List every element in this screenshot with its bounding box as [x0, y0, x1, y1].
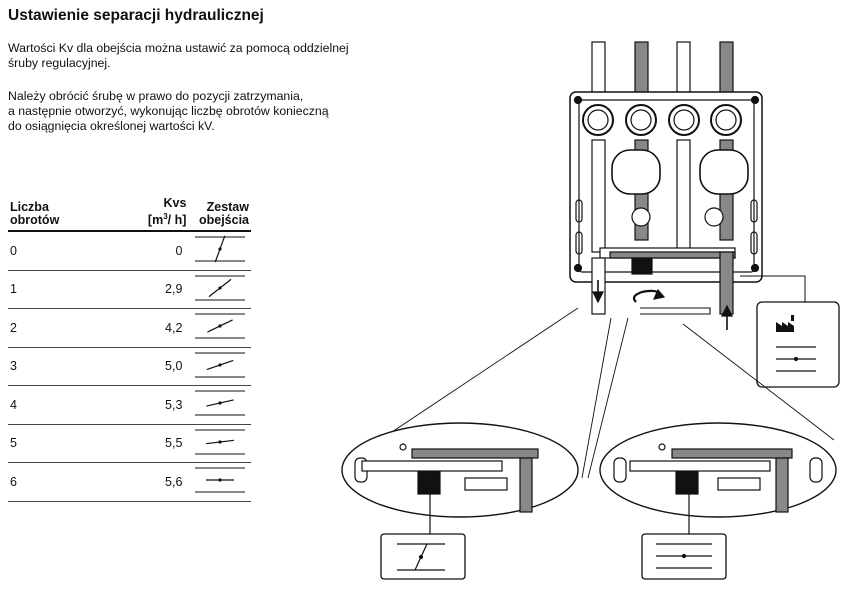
header-kvs-unit: / h] — [167, 213, 187, 228]
turns-cell: 5 — [8, 424, 96, 464]
circulation-pumps — [591, 139, 749, 253]
detail-zoom-closed — [341, 422, 579, 580]
intro-line: Wartości Kv dla obejścia można ustawić z… — [8, 41, 349, 55]
bypass-symbol-cell — [188, 347, 251, 387]
header-turns-line: obrotów — [10, 213, 60, 228]
bypass-valve-icon — [194, 275, 245, 301]
thermometer-gauges — [582, 104, 742, 136]
header-bypass: Zestaw obejścia — [188, 197, 251, 233]
bypass-symbol-cell — [188, 385, 251, 425]
arrow-down-icon — [592, 280, 604, 304]
turns-cell: 4 — [8, 385, 96, 425]
instruction-line: do osiągnięcia określonej wartości kV. — [8, 119, 215, 133]
bypass-valve-icon — [194, 429, 245, 455]
kvs-cell: 5,5 — [95, 424, 189, 464]
bypass-valve-icon — [194, 352, 245, 378]
arrow-up-icon — [721, 304, 733, 330]
instruction-line: a następnie otworzyć, wykonując liczbę o… — [8, 104, 329, 118]
header-kvs-line: Kvs — [163, 196, 187, 210]
kvs-cell: 2,9 — [95, 270, 189, 310]
header-kvs-sup: 3 — [163, 212, 168, 221]
turns-cell: 6 — [8, 462, 96, 502]
header-bypass-line: obejścia — [198, 213, 249, 228]
bypass-symbol-cell — [188, 270, 251, 310]
kvs-cell: 5,3 — [95, 385, 189, 425]
kvs-cell: 4,2 — [95, 308, 189, 348]
bypass-symbol-cell — [188, 231, 251, 271]
intro-line: śruby regulacyjnej. — [8, 56, 111, 70]
bypass-valve-icon — [194, 313, 245, 339]
kvs-cell: 0 — [95, 231, 189, 271]
clockwise-arrow-icon — [632, 288, 711, 315]
header-turns: Liczba obrotów — [8, 197, 96, 233]
instruction-line: Należy obrócić śrubę w prawo do pozycji … — [8, 89, 304, 103]
instruction-paragraph: Należy obrócić śrubę w prawo do pozycji … — [8, 89, 428, 134]
header-kvs-unit: [m — [147, 213, 164, 228]
table-header-row: Liczba obrotów Kvs [m3/ h] Zestaw obejśc… — [8, 196, 251, 233]
kv-settings-table: Liczba obrotów Kvs [m3/ h] Zestaw obejśc… — [8, 197, 251, 502]
bypass-valve-icon — [194, 467, 245, 493]
zoom-lines — [379, 307, 835, 479]
turns-cell: 2 — [8, 308, 96, 348]
supply-pipes — [591, 41, 734, 103]
factory-icon — [776, 315, 794, 332]
bypass-symbol-cell — [188, 424, 251, 464]
bypass-symbol-cell — [188, 308, 251, 348]
bypass-symbol-cell — [188, 462, 251, 502]
header-turns-line: Liczba — [10, 200, 49, 215]
mounting-frame — [569, 91, 763, 283]
factory-setting-callout — [740, 275, 840, 388]
bypass-valve-icon — [194, 236, 245, 263]
kvs-cell: 5,6 — [95, 462, 189, 502]
header-bypass-line: Zestaw — [206, 200, 249, 215]
turns-cell: 0 — [8, 231, 96, 271]
page-title: Ustawienie separacji hydraulicznej — [8, 7, 264, 24]
turns-cell: 1 — [8, 270, 96, 310]
kvs-cell: 5,0 — [95, 347, 189, 387]
bypass-bars — [591, 247, 736, 315]
turns-cell: 3 — [8, 347, 96, 387]
detail-zoom-open — [599, 422, 837, 580]
header-kvs: Kvs [m3/ h] — [95, 196, 189, 233]
intro-paragraph: Wartości Kv dla obejścia można ustawić z… — [8, 41, 428, 71]
bypass-valve-icon — [194, 390, 245, 416]
